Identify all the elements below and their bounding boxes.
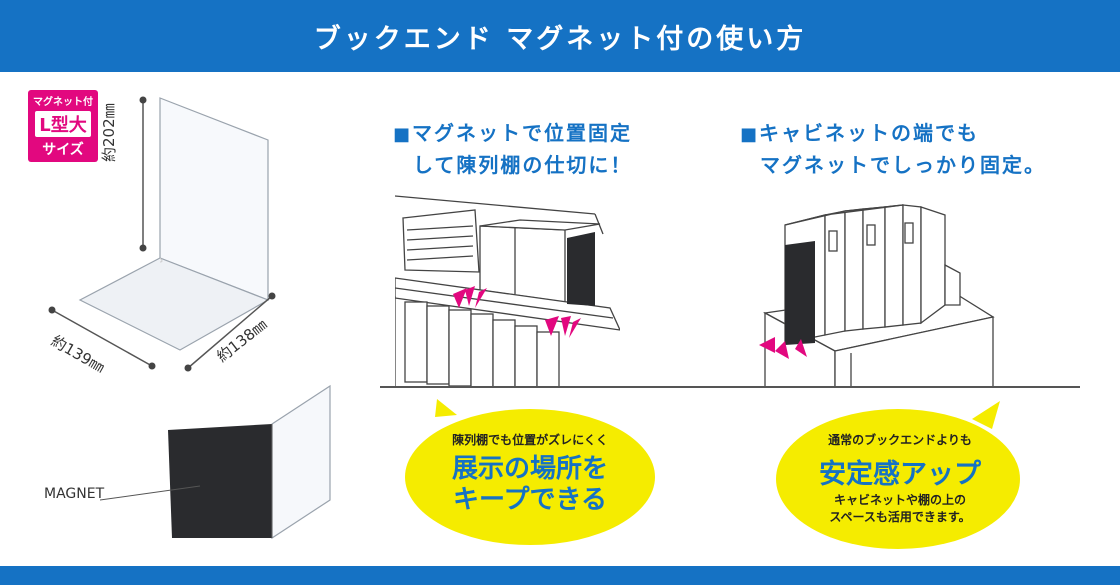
usage1-bubble-line1: 展示の場所を <box>451 454 608 484</box>
usage1-bubble-line2: キープできる <box>453 485 607 515</box>
page-title: ブックエンド マグネット付の使い方 <box>313 23 807 55</box>
badge-size-label: L型大 <box>35 111 91 137</box>
magnet-label: MAGNET <box>44 486 105 502</box>
size-badge: マグネット付 L型大 サイズ <box>28 90 98 162</box>
usage2-heading-line1: キャビネットの端でも <box>759 121 980 145</box>
usage1-speech-bubble <box>405 399 655 545</box>
usage2-heading-line2: マグネットでしっかり固定。 <box>760 153 1046 177</box>
footer-bar <box>0 566 1120 585</box>
heading-square-icon: ■ <box>393 124 413 145</box>
usage2-bubble-note: キャビネットや棚の上の スペースも活用できます。 <box>775 492 1025 526</box>
section-divider <box>380 386 1080 388</box>
usage2-speech-bubble <box>776 401 1020 549</box>
usage2-bubble-note-line2: スペースも活用できます。 <box>829 510 971 524</box>
bookend-dimension-illustration <box>48 96 276 372</box>
magnet-leader-line <box>100 485 201 501</box>
usage1-bubble-headline: 展示の場所を キープできる <box>405 454 655 516</box>
shelf-illustration <box>395 195 620 388</box>
usage1-bubble-subtext: 陳列棚でも位置がズレにくく <box>452 433 608 447</box>
usage1-heading-line2: して陳列棚の仕切に！ <box>413 153 633 177</box>
usage2-bubble-subtext: 通常のブックエンドよりも <box>828 433 972 447</box>
title-banner: ブックエンド マグネット付の使い方 <box>0 0 1120 72</box>
heading-square-icon: ■ <box>740 124 760 145</box>
magnet-closeup-illustration <box>168 384 331 540</box>
usage1-heading-line1: マグネットで位置固定 <box>412 121 633 145</box>
usage2-bubble-headline: 安定感アップ <box>819 459 981 490</box>
usage2-bubble-note-line1: キャビネットや棚の上の <box>833 493 966 507</box>
usage1-heading: ■マグネットで位置固定 して陳列棚の仕切に！ <box>393 118 632 180</box>
badge-magnet-label: マグネット付 <box>33 97 93 108</box>
cabinet-illustration <box>759 204 995 388</box>
badge-size-suffix: サイズ <box>42 142 84 158</box>
height-dimension-label: 約202㎜ <box>100 103 118 162</box>
usage2-heading: ■キャビネットの端でも マグネットでしっかり固定。 <box>740 118 1046 180</box>
